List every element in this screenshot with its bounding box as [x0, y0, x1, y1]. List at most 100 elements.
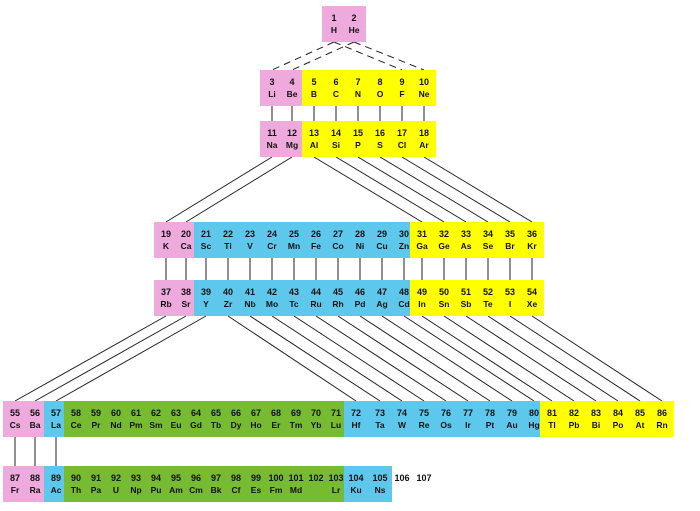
connector-line — [357, 156, 467, 223]
atomic-number: 46 — [354, 287, 365, 297]
atomic-number: 45 — [332, 287, 343, 297]
atomic-number: 8 — [377, 77, 383, 87]
atomic-number: 34 — [482, 229, 493, 239]
atomic-number: 80 — [528, 408, 539, 418]
connector-line — [165, 156, 273, 223]
connector-line — [34, 315, 187, 402]
atomic-number: 101 — [288, 473, 304, 483]
block-band-d-block — [344, 401, 546, 437]
atomic-number: 24 — [266, 229, 277, 239]
atomic-number: 99 — [250, 473, 261, 483]
block-band-p-block — [302, 70, 436, 106]
atomic-number: 22 — [222, 229, 233, 239]
atomic-number: 40 — [222, 287, 233, 297]
connector-line — [403, 315, 535, 402]
element-symbol: Np — [130, 485, 142, 495]
atomic-number: 64 — [190, 408, 201, 418]
atomic-number: 14 — [330, 128, 341, 138]
connector-line — [353, 41, 425, 71]
element-symbol: La — [51, 420, 61, 430]
element-symbol: Br — [505, 241, 515, 251]
element-symbol: Cd — [398, 299, 410, 309]
element-symbol: Nb — [244, 299, 256, 309]
block-band-p-block — [302, 121, 436, 157]
element-symbol: Cu — [376, 241, 388, 251]
element-symbol: V — [247, 241, 253, 251]
atomic-number: 36 — [526, 229, 537, 239]
element-symbol: Es — [250, 485, 262, 495]
atomic-number: 66 — [230, 408, 241, 418]
element-symbol: Rb — [160, 299, 172, 309]
connector-line — [401, 156, 511, 223]
element-symbol: Hf — [351, 420, 361, 430]
atomic-number: 4 — [289, 77, 295, 87]
atomic-number: 58 — [70, 408, 81, 418]
atomic-number: 59 — [90, 408, 101, 418]
atomic-number: 17 — [396, 128, 407, 138]
element-symbol: Bk — [210, 485, 222, 495]
element-symbol: Pt — [485, 420, 495, 430]
atomic-number: 39 — [200, 287, 211, 297]
element-symbol: Ac — [50, 485, 62, 495]
element-symbol: Rh — [332, 299, 344, 309]
connector-line — [291, 41, 355, 71]
atomic-number: 50 — [438, 287, 449, 297]
connector-line — [335, 156, 445, 223]
atomic-number: 18 — [418, 128, 429, 138]
element-symbol: Ba — [29, 420, 41, 430]
element-symbol: Fr — [10, 485, 20, 495]
atomic-number: 100 — [268, 473, 284, 483]
atomic-number: 26 — [310, 229, 321, 239]
element-symbol: Am — [169, 485, 183, 495]
atomic-number: 43 — [288, 287, 299, 297]
atomic-number: 42 — [266, 287, 277, 297]
element-symbol: P — [355, 140, 361, 150]
element-symbol: Tm — [289, 420, 303, 430]
element-symbol: Eu — [170, 420, 182, 430]
element-symbol: Sc — [200, 241, 212, 251]
atomic-number: 47 — [376, 287, 387, 297]
atomic-number: 79 — [506, 408, 517, 418]
atomic-number: 32 — [438, 229, 449, 239]
atomic-number: 102 — [308, 473, 324, 483]
element-symbol: F — [399, 89, 405, 99]
element-symbol: Mn — [287, 241, 301, 251]
connector-line — [227, 315, 357, 402]
atomic-number: 77 — [462, 408, 473, 418]
atomic-number: 10 — [418, 77, 429, 87]
atomic-number: 90 — [70, 473, 81, 483]
connector-line — [443, 315, 575, 402]
atomic-number: 53 — [504, 287, 515, 297]
element-symbol: Be — [286, 89, 298, 99]
connector-line — [337, 315, 469, 402]
block-band-f-block — [64, 401, 348, 437]
